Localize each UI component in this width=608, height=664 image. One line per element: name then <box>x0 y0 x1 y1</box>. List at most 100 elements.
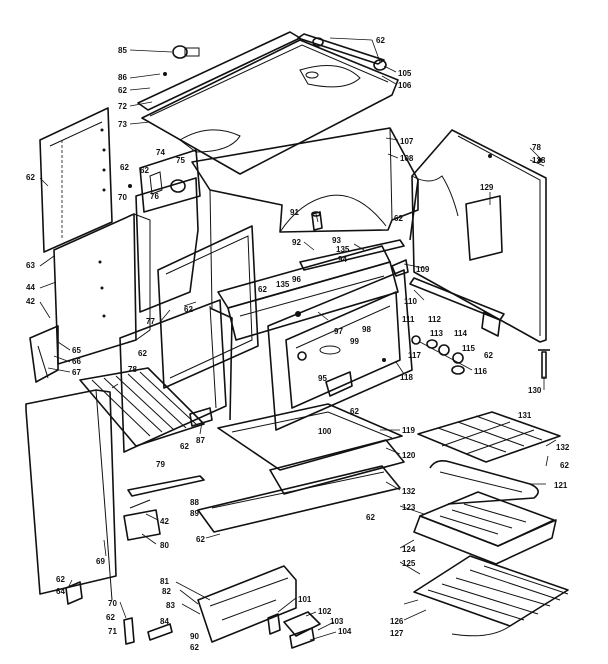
label-99: 99 <box>350 337 359 346</box>
label-117: 117 <box>408 351 421 360</box>
control-bracket <box>128 149 201 213</box>
label-119: 119 <box>402 426 415 435</box>
label-44: 44 <box>26 283 35 292</box>
label-126: 126 <box>390 617 404 626</box>
label-62: 62 <box>350 407 359 416</box>
label-42: 42 <box>160 517 169 526</box>
part-64 <box>65 581 83 605</box>
part-number-labels: 62 85 86 62 72 73 105 106 107 108 78 128… <box>26 36 570 652</box>
label-80: 80 <box>160 541 169 550</box>
label-111: 111 <box>402 315 415 324</box>
label-125: 125 <box>402 559 416 568</box>
label-79: 79 <box>156 460 165 469</box>
side-bracket-66 <box>29 325 59 383</box>
label-67: 67 <box>72 368 81 377</box>
label-95: 95 <box>318 374 327 383</box>
label-62: 62 <box>560 461 569 470</box>
label-132: 132 <box>402 487 416 496</box>
oven-front-frame <box>157 225 259 389</box>
label-70: 70 <box>108 599 117 608</box>
label-62: 62 <box>106 613 115 622</box>
label-90: 90 <box>190 632 199 641</box>
label-129: 129 <box>480 183 494 192</box>
label-82: 82 <box>162 587 171 596</box>
label-75: 75 <box>176 156 185 165</box>
oven-door-inner <box>217 245 399 341</box>
oven-bottom-120 <box>269 439 405 495</box>
left-rear-panel <box>39 107 113 253</box>
label-116: 116 <box>474 367 487 376</box>
label-91: 91 <box>290 208 299 217</box>
label-85: 85 <box>118 46 127 55</box>
door-hinge-109 <box>391 259 409 277</box>
label-81: 81 <box>160 577 169 586</box>
label-100: 100 <box>318 427 332 436</box>
label-97: 97 <box>334 327 343 336</box>
broil-element-121 <box>429 460 539 505</box>
label-93: 93 <box>332 236 341 245</box>
label-107: 107 <box>400 137 414 146</box>
label-62: 62 <box>366 513 375 522</box>
label-112: 112 <box>428 315 441 324</box>
label-83: 83 <box>166 601 175 610</box>
label-124: 124 <box>402 545 416 554</box>
label-135: 135 <box>276 280 290 289</box>
right-side-panel <box>411 129 547 343</box>
part-84 <box>147 623 173 641</box>
label-62: 62 <box>118 86 127 95</box>
label-121: 121 <box>554 481 568 490</box>
door-handle-94 <box>299 239 405 271</box>
left-side-panel <box>53 213 151 365</box>
label-62: 62 <box>120 163 129 172</box>
hinge-rod-110 <box>409 277 505 337</box>
label-87: 87 <box>196 436 205 445</box>
oven-rack-125 <box>413 555 569 637</box>
control-panel-81 <box>197 565 297 643</box>
broiler-pan-insert-123 <box>419 491 555 547</box>
label-65: 65 <box>72 346 81 355</box>
label-73: 73 <box>118 120 127 129</box>
label-108: 108 <box>400 154 414 163</box>
label-110: 110 <box>404 297 417 306</box>
label-62: 62 <box>138 349 147 358</box>
label-114: 114 <box>454 329 467 338</box>
label-76: 76 <box>150 192 159 201</box>
label-88: 88 <box>190 498 199 507</box>
leveling-leg-130 <box>538 349 550 379</box>
label-98: 98 <box>362 325 371 334</box>
label-104: 104 <box>338 627 352 636</box>
label-78: 78 <box>532 143 541 152</box>
kick-bracket-80 <box>123 509 161 541</box>
label-62: 62 <box>184 305 193 314</box>
storage-drawer-floor <box>197 465 401 533</box>
label-128: 128 <box>532 156 546 165</box>
label-120: 120 <box>402 451 416 460</box>
cabinet-body <box>191 127 419 421</box>
label-62: 62 <box>26 173 35 182</box>
broiler-grid-131 <box>417 411 561 463</box>
label-113: 113 <box>430 329 443 338</box>
part-71 <box>123 617 135 645</box>
label-78: 78 <box>128 365 137 374</box>
label-135: 135 <box>336 245 350 254</box>
label-62: 62 <box>376 36 385 45</box>
label-131: 131 <box>518 411 532 420</box>
label-62: 62 <box>180 442 189 451</box>
label-62: 62 <box>258 285 267 294</box>
label-66: 66 <box>72 357 81 366</box>
label-94: 94 <box>338 255 347 264</box>
label-62: 62 <box>484 351 493 360</box>
label-101: 101 <box>298 595 312 604</box>
label-74: 74 <box>156 148 165 157</box>
label-105: 105 <box>398 69 412 78</box>
label-115: 115 <box>462 344 475 353</box>
label-102: 102 <box>318 607 332 616</box>
oven-door-outer <box>267 269 413 431</box>
label-96: 96 <box>292 275 301 284</box>
label-109: 109 <box>416 265 430 274</box>
label-106: 106 <box>398 81 412 90</box>
drawer-rail <box>127 475 205 509</box>
label-72: 72 <box>118 102 127 111</box>
